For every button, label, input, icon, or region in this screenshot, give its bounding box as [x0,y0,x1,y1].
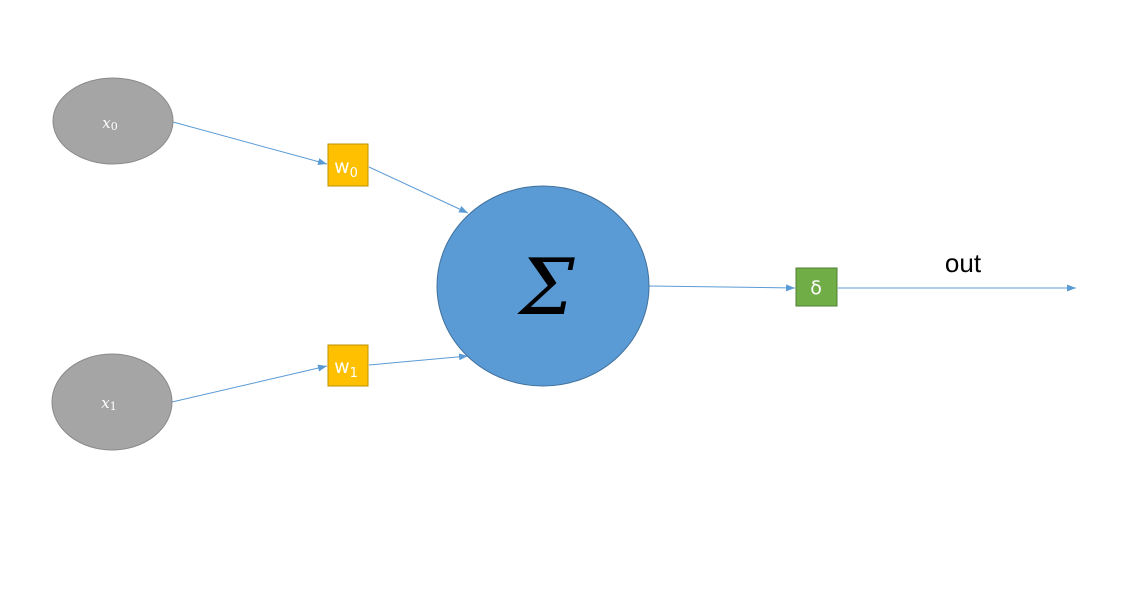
edge-x1-to-w1 [171,364,328,403]
input-node-x0: x0 [52,77,174,165]
sum-symbol: Σ [516,243,575,333]
activation-box: δ [795,267,838,307]
input-node-x1: x1 [51,353,173,451]
input-label-x1: x1 [101,394,116,413]
output-label: out [945,248,982,278]
weight-box-w0: w0 [327,143,369,187]
weight-label-w0: w0 [334,156,358,181]
weight-box-w1: w1 [327,344,369,387]
edge-w1-to-sum [368,353,469,366]
activation-symbol: δ [810,277,822,299]
sum-node: Σ [436,185,650,387]
edge-x0-to-w0 [172,121,328,166]
edge-sum-to-activation [648,284,796,292]
weight-label-w1: w1 [334,356,358,381]
input-label-x0: x0 [102,114,117,133]
edge-w0-to-sum [368,166,469,214]
